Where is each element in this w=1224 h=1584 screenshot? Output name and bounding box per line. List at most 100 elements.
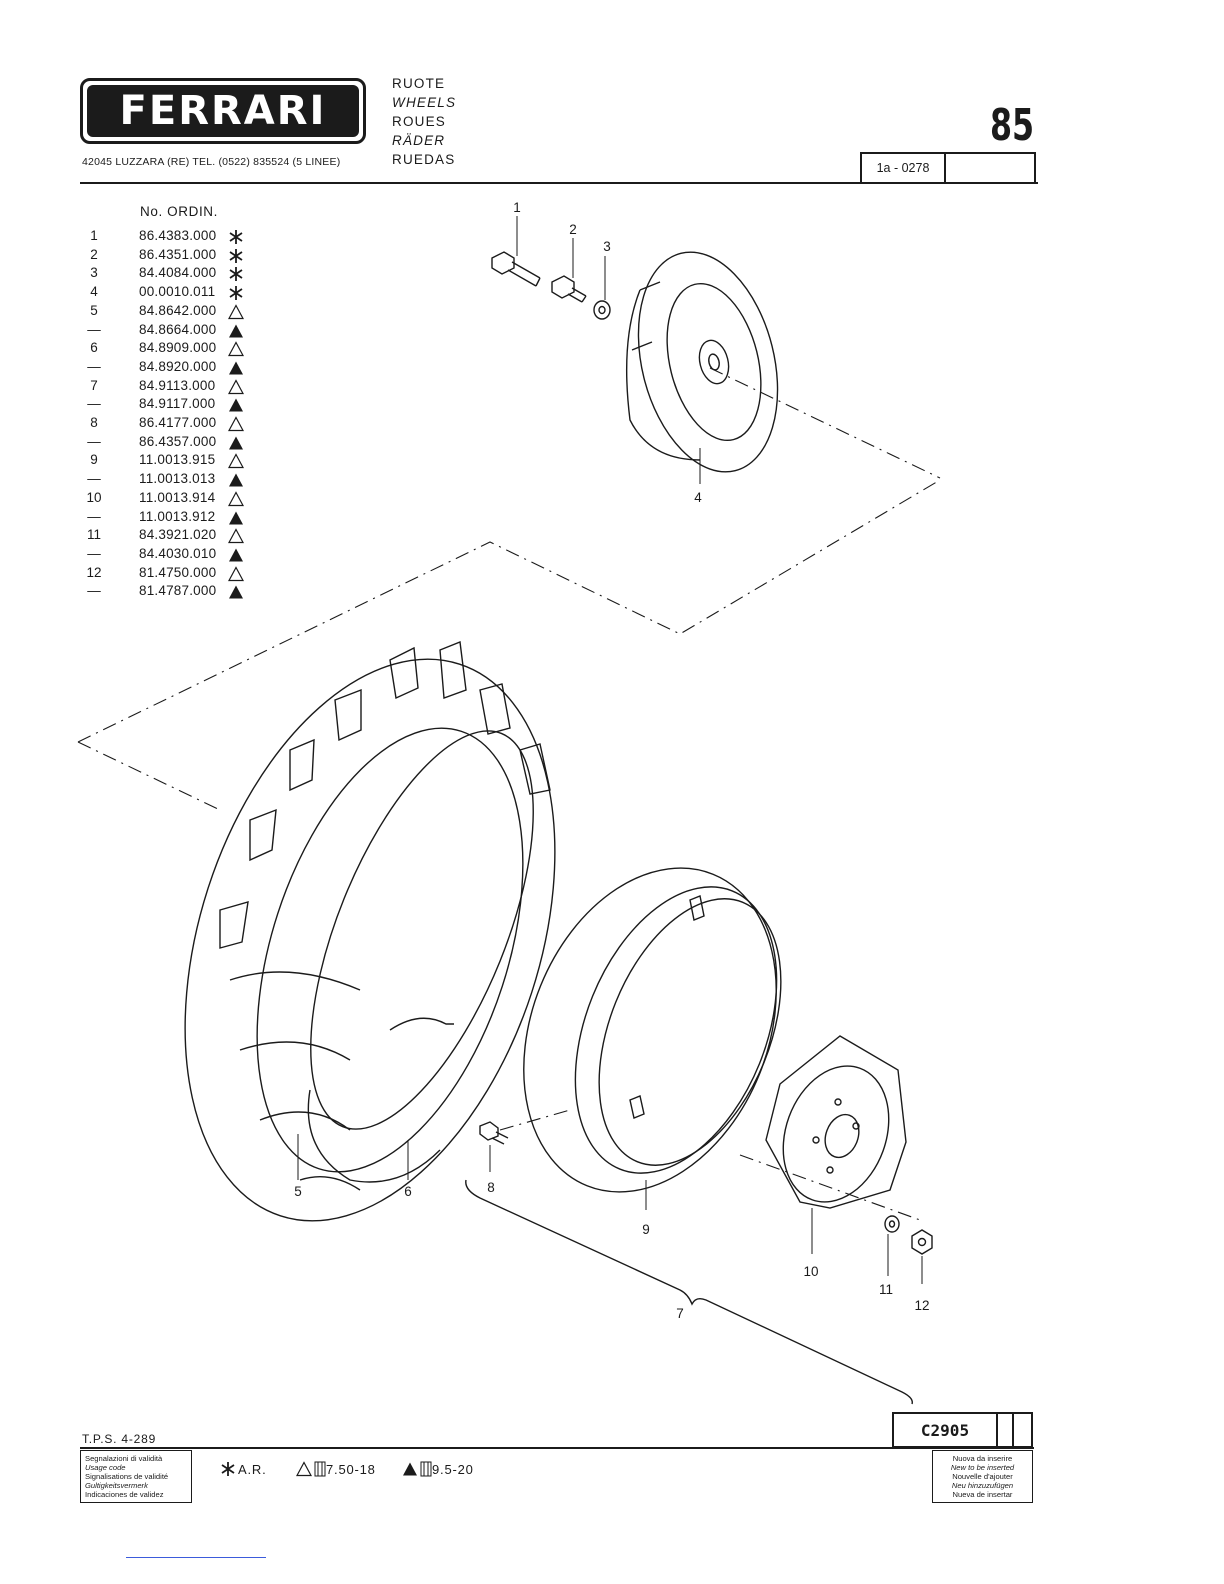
part-number: 2 <box>90 246 98 262</box>
validity-line-de: Gultigkeitsvermerk <box>85 1481 148 1490</box>
triangle-filled-icon <box>228 435 244 451</box>
title-german: RÄDER <box>392 133 446 148</box>
triangle-open-icon <box>227 416 245 432</box>
part-number: — <box>87 358 101 374</box>
parts-row: — 84.9117.000 <box>0 396 300 415</box>
callout-leaders <box>297 216 923 1284</box>
asterisk-icon <box>228 248 244 264</box>
parts-row: 2 86.4351.000 <box>0 247 300 266</box>
order-code: 86.4177.000 <box>139 415 217 430</box>
bolt-part-2 <box>551 275 587 303</box>
callout-3: 3 <box>603 239 611 254</box>
part-number: 1 <box>90 228 98 243</box>
part-number: — <box>87 321 101 337</box>
callout-10: 10 <box>803 1264 818 1279</box>
tyre-part-5 <box>184 641 556 1222</box>
logo-wordmark: FERRARI <box>120 88 327 134</box>
triangle-open-icon <box>227 565 245 582</box>
rim-part-9 <box>523 867 782 1193</box>
parts-row: —11.0013.013 <box>0 471 300 490</box>
order-code: 11.0013.013 <box>139 471 216 487</box>
insert-line-en: New to be inserted <box>950 1463 1015 1472</box>
triangle-filled-icon <box>228 584 244 600</box>
washer-part-11 <box>884 1215 900 1233</box>
wheel-weight-part-4 <box>625 251 779 473</box>
order-code: 84.4084.000 <box>139 265 217 281</box>
part-number: — <box>87 433 101 449</box>
triangle-open-icon <box>227 528 245 544</box>
sheet-code-box: C2905 <box>892 1412 1033 1448</box>
validity-line-it: Segnalazioni di validità <box>85 1454 163 1463</box>
triangle-open-icon <box>227 341 245 357</box>
footer-rule <box>80 1447 1034 1449</box>
order-code: 11.0013.912 <box>139 508 216 524</box>
part-number: 5 <box>90 302 98 318</box>
legend-size-open-label: 7.50-18 <box>326 1461 376 1477</box>
order-code: 84.8920.000 <box>139 358 217 374</box>
order-code: 86.4351.000 <box>139 246 217 262</box>
part-number: — <box>87 545 101 561</box>
part-number: 9 <box>90 452 98 468</box>
parts-row: 1 86.4383.000 <box>0 228 300 247</box>
order-code: 84.9117.000 <box>139 396 216 412</box>
page-number: 85 <box>990 100 1035 151</box>
part-number: 11 <box>86 527 101 543</box>
legend-ar-label: A.R. <box>238 1461 267 1477</box>
part-number: 8 <box>90 415 98 430</box>
legend-size-filled-label: 9.5-20 <box>432 1461 474 1477</box>
callout-11: 11 <box>879 1282 893 1297</box>
tyre-icon <box>420 1461 432 1477</box>
tyre-icon <box>314 1461 326 1477</box>
title-italian: RUOTE <box>392 76 446 91</box>
reference-box: 1a - 0278 <box>860 152 1036 184</box>
order-code: 84.4030.010 <box>139 545 217 561</box>
nut-part-12 <box>911 1229 933 1255</box>
svg-text:FERRARI: FERRARI <box>120 88 327 134</box>
insert-legend-box: Nuova da inserire New to be inserted Nou… <box>932 1450 1033 1503</box>
inner-tube-part-6 <box>307 730 534 1183</box>
order-code: 11.0013.914 <box>139 489 216 505</box>
order-code: 86.4383.000 <box>139 228 217 243</box>
part-number: 6 <box>90 340 98 356</box>
order-code: 84.8642.000 <box>139 302 217 318</box>
parts-row: —86.4357.000 <box>0 434 300 453</box>
asterisk-icon <box>228 266 244 282</box>
order-code: 84.8909.000 <box>139 340 217 356</box>
order-code: 81.4787.000 <box>139 583 217 599</box>
wheel-disc-part-10 <box>765 1035 907 1209</box>
legend-ar: A.R. <box>220 1461 266 1477</box>
order-code: 84.9113.000 <box>139 377 216 393</box>
code-box-divider <box>1012 1414 1014 1446</box>
triangle-filled-icon <box>228 472 244 488</box>
callout-6: 6 <box>404 1184 412 1199</box>
insert-line-de: Neu hinzuzufügen <box>951 1481 1014 1490</box>
parts-row: —81.4787.000 <box>0 583 300 602</box>
group-7-brace <box>465 1179 913 1405</box>
validity-line-fr: Signalisations de validité <box>85 1472 169 1481</box>
title-spanish: RUEDAS <box>392 152 456 167</box>
insert-line-it: Nuova da inserire <box>952 1454 1013 1463</box>
callout-5: 5 <box>294 1184 302 1199</box>
reference-code: 1a - 0278 <box>862 154 946 182</box>
part-number: 7 <box>90 377 98 393</box>
parts-row: —11.0013.912 <box>0 509 300 528</box>
title-french: ROUES <box>392 114 447 129</box>
triangle-open-icon <box>296 1461 312 1477</box>
parts-row: — 84.4030.010 <box>0 546 300 565</box>
bolt-part-8 <box>479 1121 509 1145</box>
order-code: 00.0010.011 <box>139 284 216 300</box>
triangle-filled-icon <box>403 1462 417 1476</box>
callout-7: 7 <box>676 1306 684 1321</box>
validity-legend-box: Segnalazioni di validità Usage code Sign… <box>80 1450 192 1503</box>
parts-row: — 84.8920.000 <box>0 359 300 378</box>
parts-list-header: No. ORDIN. <box>140 204 219 219</box>
triangle-open-icon <box>227 378 245 395</box>
callout-8: 8 <box>487 1180 495 1195</box>
stray-blue-line <box>126 1557 266 1558</box>
part-number: — <box>87 396 101 412</box>
